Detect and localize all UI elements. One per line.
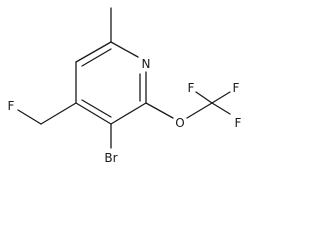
pyridine-ring bbox=[75, 41, 147, 125]
fluoromethyl-group bbox=[17, 102, 77, 125]
bond-c6-n1 bbox=[110, 41, 139, 58]
atom-label-bromine: Br bbox=[104, 151, 117, 165]
bond-c5-c6-inner bbox=[81, 48, 112, 67]
bond-c2-c3 bbox=[110, 102, 147, 125]
bond-c3-c4-inner bbox=[81, 99, 112, 118]
atom-label-oxygen: O bbox=[175, 116, 184, 130]
bond-cf3-f-right bbox=[211, 102, 231, 115]
trifluoromethoxy-group bbox=[145, 91, 231, 119]
bond-o-cf3 bbox=[186, 102, 213, 119]
bond-cf3-f-top-right bbox=[211, 91, 231, 104]
structure-diagram: N O Br F F F F bbox=[7, 7, 242, 165]
bond-c2-o bbox=[145, 102, 174, 119]
structure-svg: N O Br F F F F bbox=[8, 7, 242, 165]
bond-cf3-f-top-left bbox=[195, 91, 213, 104]
bond-c5-c6 bbox=[75, 41, 112, 63]
bond-c4-ch2 bbox=[40, 102, 77, 125]
atom-label-cf3-fluorine-top-right: F bbox=[233, 81, 240, 95]
atom-label-nitrogen: N bbox=[142, 57, 151, 71]
atom-label-fluoromethyl-fluorine: F bbox=[8, 99, 15, 113]
bond-ch2-f bbox=[17, 109, 42, 125]
atom-label-cf3-fluorine-right: F bbox=[235, 116, 242, 130]
bond-c3-c4 bbox=[75, 102, 112, 125]
atom-label-cf3-fluorine-top-left: F bbox=[188, 81, 195, 95]
